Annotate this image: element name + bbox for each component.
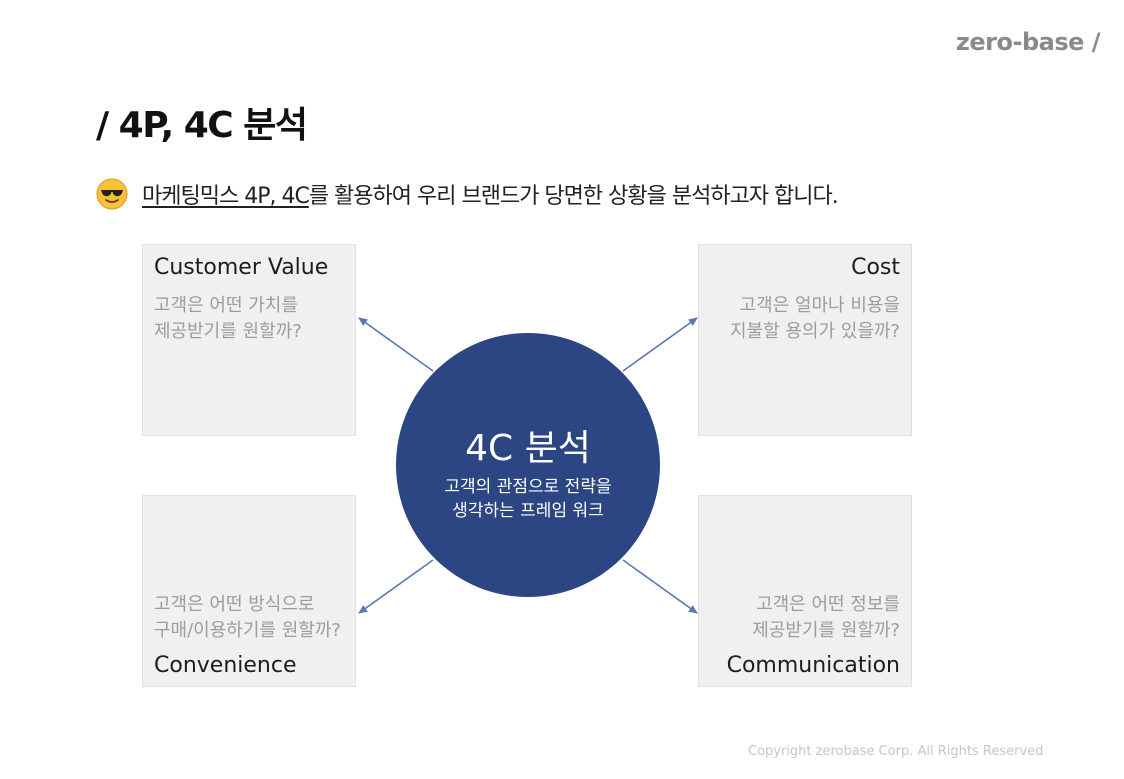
- page-title: / 4P, 4C 분석: [96, 105, 308, 146]
- box-customer-value: Customer Value 고객은 어떤 가치를 제공받기를 원할까?: [142, 244, 356, 436]
- brand-logo: zero-base /: [955, 28, 1101, 56]
- box-label: Cost: [851, 255, 900, 280]
- box-desc-line: 구매/이용하기를 원할까?: [154, 620, 341, 641]
- box-desc: 고객은 어떤 방식으로 구매/이용하기를 원할까?: [154, 592, 341, 644]
- center-circle-4c: 4C 분석 고객의 관점으로 전략을 생각하는 프레임 워크: [396, 333, 660, 597]
- center-title: 4C 분석: [465, 428, 591, 469]
- box-cost: Cost 고객은 얼마나 비용을 지불할 용의가 있을까?: [698, 244, 912, 436]
- box-desc: 고객은 어떤 정보를 제공받기를 원할까?: [752, 592, 900, 644]
- box-desc-line: 제공받기를 원할까?: [154, 321, 302, 342]
- center-subtitle: 고객의 관점으로 전략을 생각하는 프레임 워크: [396, 475, 660, 523]
- box-desc-line: 지불할 용의가 있을까?: [729, 321, 900, 342]
- box-desc: 고객은 얼마나 비용을 지불할 용의가 있을까?: [730, 293, 900, 345]
- center-subtitle-line: 생각하는 프레임 워크: [452, 501, 604, 521]
- box-label: Customer Value: [154, 255, 329, 280]
- arrow-to-convenience: [358, 559, 434, 614]
- center-subtitle-line: 고객의 관점으로 전략을: [444, 477, 612, 497]
- arrow-to-cost: [622, 317, 698, 372]
- copyright-footer: Copyright zerobase Corp. All Rights Rese…: [748, 744, 1044, 759]
- box-label: Convenience: [154, 653, 297, 678]
- arrow-to-communication: [622, 559, 698, 614]
- box-desc: 고객은 어떤 가치를 제공받기를 원할까?: [154, 293, 302, 345]
- box-convenience: 고객은 어떤 방식으로 구매/이용하기를 원할까? Convenience: [142, 495, 356, 687]
- sunglasses-emoji-icon: [96, 178, 128, 210]
- intro-text: 를 활용하여 우리 브랜드가 당면한 상황을 분석하고자 합니다.: [308, 184, 839, 209]
- box-desc-line: 고객은 어떤 가치를: [154, 295, 298, 316]
- box-communication: 고객은 어떤 정보를 제공받기를 원할까? Communication: [698, 495, 912, 687]
- box-desc-line: 제공받기를 원할까?: [752, 620, 900, 641]
- box-desc-line: 고객은 얼마나 비용을: [739, 295, 900, 316]
- intro-highlight: 마케팅믹스 4P, 4C: [142, 184, 310, 209]
- box-desc-line: 고객은 어떤 방식으로: [154, 594, 315, 615]
- arrow-to-customer-value: [358, 317, 434, 372]
- box-desc-line: 고객은 어떤 정보를: [756, 594, 900, 615]
- box-label: Communication: [726, 653, 900, 678]
